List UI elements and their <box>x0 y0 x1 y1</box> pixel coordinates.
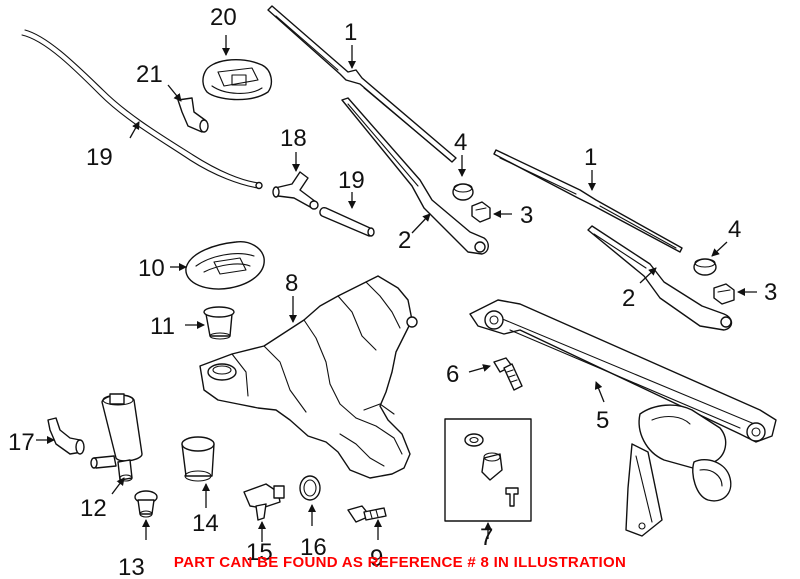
washer-jet-nozzle <box>202 59 273 101</box>
callout-13: 13 <box>118 554 145 579</box>
hex-nut-right <box>713 283 735 305</box>
callout-20: 20 <box>210 4 237 31</box>
filler-cap <box>185 241 265 290</box>
callout-21: 21 <box>136 61 163 88</box>
callout-14: 14 <box>192 510 219 537</box>
nut-cover-cap-left <box>452 183 474 201</box>
seal-kit-box <box>444 418 532 522</box>
callout-12: 12 <box>80 495 107 522</box>
callout-18: 18 <box>280 125 307 152</box>
sensor-seal <box>299 475 321 501</box>
fluid-level-sensor <box>243 483 285 521</box>
part-reference-note: PART CAN BE FOUND AS REFERENCE # 8 IN IL… <box>173 554 627 571</box>
wiper-arm-left <box>341 97 489 255</box>
callout-4-left: 4 <box>454 129 467 156</box>
wiper-arm-right <box>587 225 733 331</box>
y-connector <box>272 171 319 210</box>
mounting-bolt <box>493 357 523 391</box>
callout-19-left: 19 <box>86 144 113 171</box>
callout-5: 5 <box>596 407 609 434</box>
callout-17: 17 <box>8 429 35 456</box>
callout-1-left: 1 <box>344 19 357 46</box>
callout-2-right: 2 <box>622 285 635 312</box>
wiper-blade-right <box>493 149 683 253</box>
elbow-connector <box>177 97 209 133</box>
callout-3-right: 3 <box>764 279 777 306</box>
washer-hose-connector <box>47 417 85 455</box>
wiper-linkage-and-motor <box>469 299 777 537</box>
pump-seal <box>181 436 215 482</box>
callout-6: 6 <box>446 361 459 388</box>
callout-3-left: 3 <box>520 202 533 229</box>
washer-fluid-reservoir <box>199 275 418 479</box>
callout-7: 7 <box>480 524 493 551</box>
pump-grommet <box>134 490 158 518</box>
callout-16: 16 <box>300 534 327 561</box>
callout-9: 9 <box>370 545 383 572</box>
washer-hose-short <box>319 206 375 237</box>
callout-8: 8 <box>285 270 298 297</box>
hex-nut-left <box>471 201 491 223</box>
callout-15: 15 <box>246 539 273 566</box>
callout-4-right: 4 <box>728 216 741 243</box>
filler-neck-seal <box>203 306 235 340</box>
callout-1-right: 1 <box>584 144 597 171</box>
callout-11: 11 <box>150 313 175 340</box>
callout-2-left: 2 <box>398 227 411 254</box>
wiper-blade-left <box>267 5 457 163</box>
callout-19-right: 19 <box>338 167 365 194</box>
callout-10: 10 <box>138 255 165 282</box>
washer-pump <box>90 393 143 482</box>
nut-cover-cap-right <box>693 258 717 276</box>
reservoir-screw <box>347 505 387 523</box>
